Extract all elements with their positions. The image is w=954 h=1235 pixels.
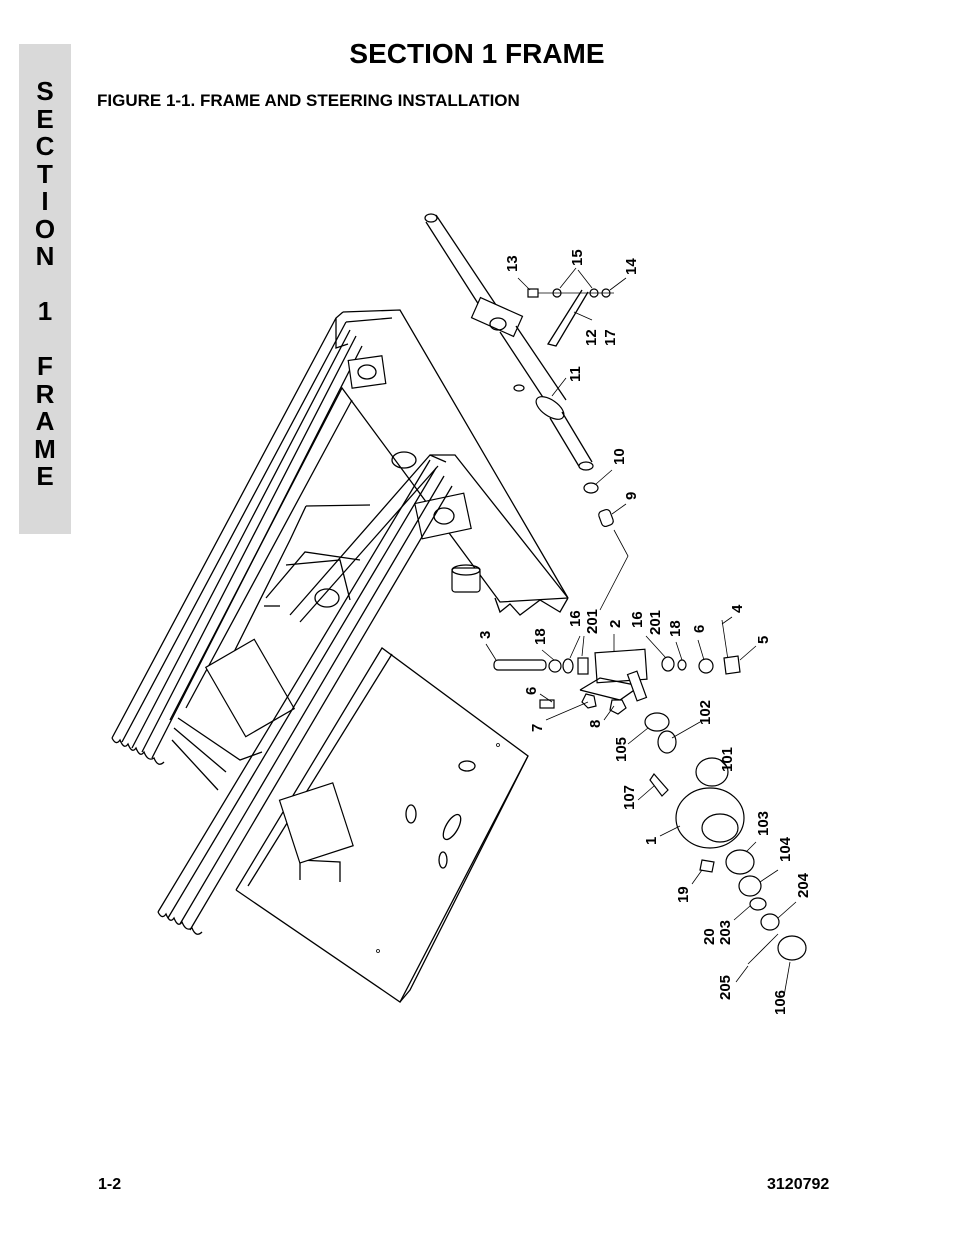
callout-203: 203	[717, 920, 734, 945]
steering-cylinder-drawing	[424, 213, 629, 611]
callout-18-right: 18	[667, 620, 684, 637]
callout-6-right: 6	[691, 625, 708, 633]
callout-15: 15	[569, 249, 586, 266]
section-side-tab: S E C T I O N 1 F R A M E	[19, 44, 71, 534]
callout-2: 2	[607, 620, 624, 628]
callout-14: 14	[623, 258, 640, 275]
side-tab-letter: N	[35, 241, 55, 271]
callout-201-left: 201	[584, 609, 601, 634]
side-tab-letter: A	[35, 406, 55, 436]
side-tab-letter: S	[36, 76, 54, 106]
figure-caption: FIGURE 1-1. FRAME AND STEERING INSTALLAT…	[97, 91, 520, 110]
callout-103: 103	[755, 811, 772, 836]
callouts: 13 15 14 12 17 11 10 9 4 5 3 18 16 201 2…	[477, 249, 812, 1015]
callout-20: 20	[701, 928, 718, 945]
callout-12: 12	[583, 329, 600, 346]
callout-107: 107	[621, 785, 638, 810]
document-number: 3120792	[767, 1176, 830, 1193]
callout-11: 11	[567, 366, 584, 382]
side-tab-letter: E	[36, 103, 54, 134]
callout-104: 104	[777, 836, 794, 862]
callout-3: 3	[477, 631, 494, 639]
callout-8: 8	[587, 720, 604, 728]
callout-101: 101	[719, 747, 736, 772]
callout-102: 102	[697, 700, 714, 725]
callout-205: 205	[717, 975, 734, 1000]
leader-lines	[485, 267, 797, 997]
page-number: 1-2	[98, 1176, 122, 1193]
side-tab-letter: T	[37, 158, 53, 189]
callout-13: 13	[504, 255, 521, 272]
side-tab-letter: C	[35, 131, 55, 161]
callout-19: 19	[675, 886, 692, 903]
side-tab-letter: M	[34, 433, 56, 464]
callout-10: 10	[611, 448, 628, 465]
callout-204: 204	[795, 872, 812, 898]
callout-5: 5	[755, 636, 772, 644]
callout-16-right: 16	[629, 611, 646, 628]
frame-drawing	[111, 309, 569, 1003]
callout-106: 106	[772, 990, 789, 1015]
callout-1: 1	[643, 837, 660, 845]
side-tab-letter: O	[34, 213, 56, 244]
callout-16-left: 16	[567, 610, 584, 627]
page-title: SECTION 1 FRAME	[349, 38, 605, 69]
callout-17: 17	[602, 329, 619, 346]
callout-9: 9	[623, 492, 640, 500]
side-tab-letter: F	[37, 351, 53, 381]
side-tab-letter: I	[41, 186, 49, 216]
side-tab-letter: R	[35, 378, 55, 409]
side-tab-letter: E	[36, 461, 54, 491]
hub-assembly-drawing	[493, 619, 807, 965]
callout-105: 105	[613, 737, 630, 762]
callout-18-left: 18	[532, 628, 549, 645]
callout-201-right: 201	[647, 610, 664, 635]
side-tab-letter: 1	[37, 296, 53, 326]
callout-4: 4	[729, 604, 746, 613]
callout-6-left: 6	[523, 687, 540, 695]
callout-7: 7	[529, 724, 546, 732]
